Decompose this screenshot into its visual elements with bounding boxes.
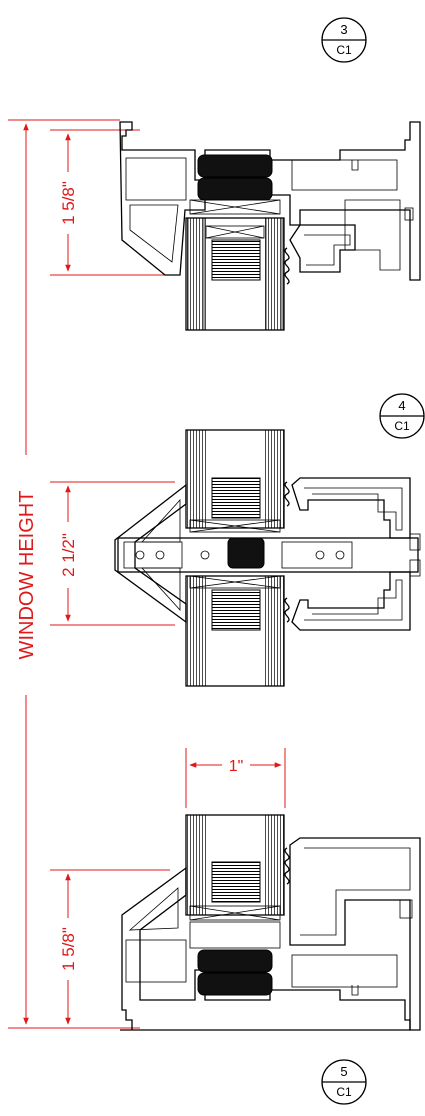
sill-sightline-dimension: 1 5/8" — [50, 869, 170, 1029]
callout-3-number: 3 — [340, 22, 347, 37]
callout-3-sheet: C1 — [336, 43, 352, 57]
section-callout-3: 3 C1 — [321, 17, 367, 63]
head-sightline-dimension: 1 5/8" — [50, 129, 170, 276]
callout-4-number: 4 — [398, 398, 405, 413]
mullion-section — [114, 429, 421, 687]
mullion-sightline-label: 2 1/2" — [59, 533, 78, 577]
section-callout-5: 5 C1 — [321, 1059, 367, 1105]
section-callout-4: 4 C1 — [379, 393, 425, 439]
sill-frame-section — [120, 814, 421, 1031]
window-height-label: WINDOW HEIGHT — [16, 491, 38, 660]
head-frame-section — [119, 121, 421, 331]
callout-5-sheet: C1 — [336, 1085, 352, 1099]
callout-4-sheet: C1 — [394, 419, 410, 433]
head-sightline-label: 1 5/8" — [59, 181, 78, 225]
glass-thickness-label: 1" — [229, 758, 244, 775]
mullion-sightline-dimension: 2 1/2" — [50, 481, 175, 626]
glass-thickness-dimension: 1" — [185, 748, 286, 808]
sill-sightline-label: 1 5/8" — [59, 927, 78, 971]
callout-5-number: 5 — [340, 1064, 347, 1079]
